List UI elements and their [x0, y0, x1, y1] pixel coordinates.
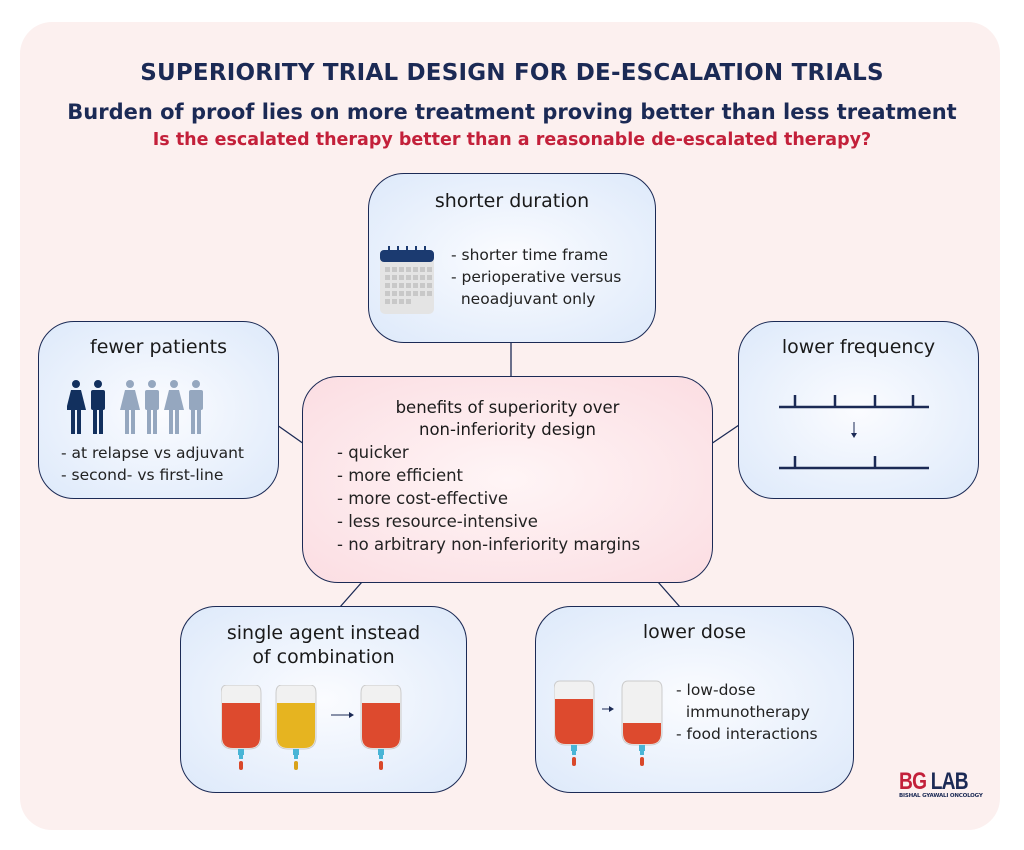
iv-bag	[554, 680, 595, 766]
box-title: shorter duration	[434, 190, 590, 212]
box-text: - shorter time frame - perioperative ver…	[451, 246, 622, 308]
person-icon	[120, 380, 140, 434]
logo-lab: LAB	[930, 768, 969, 795]
page-subtitle: Burden of proof lies on more treatment p…	[67, 100, 957, 124]
box-lower-dose: lower dose - low-dose immunotherapy - fo…	[535, 606, 854, 793]
box-title: benefits of superiority over non-inferio…	[395, 398, 620, 439]
iv-bag	[221, 685, 262, 770]
bg-lab-logo: BG LAB BISHAL GYAWALI ONCOLOGY	[899, 768, 985, 800]
person-icon	[67, 380, 86, 434]
box-title: lower frequency	[781, 336, 936, 358]
box-benefits: benefits of superiority over non-inferio…	[302, 376, 713, 583]
person-icon	[145, 380, 159, 434]
box-fewer-patients: fewer patients - at relapse vs adjuvant …	[38, 321, 279, 499]
iv-bag-icon	[554, 680, 663, 766]
box-text: - low-dose immunotherapy - food interact…	[676, 681, 818, 743]
person-icon	[164, 380, 184, 434]
timeline-icon	[779, 395, 929, 470]
person-icon	[91, 380, 105, 434]
box-title: single agent instead of combination	[226, 622, 421, 668]
benefits-list: - quicker - more efficient - more cost-e…	[337, 443, 641, 554]
people-icon	[67, 380, 203, 434]
box-lower-frequency: lower frequency	[738, 321, 979, 499]
person-icon	[189, 380, 203, 434]
iv-bag	[275, 685, 317, 770]
box-title: lower dose	[642, 621, 747, 643]
box-title: fewer patients	[90, 336, 227, 358]
key-question: Is the escalated therapy better than a r…	[152, 130, 872, 150]
calendar-icon	[380, 246, 434, 314]
logo-subtitle: BISHAL GYAWALI ONCOLOGY	[899, 793, 983, 799]
iv-bag	[621, 680, 663, 766]
logo-bg: BG	[899, 768, 927, 795]
iv-bag	[360, 685, 402, 770]
box-text: - at relapse vs adjuvant - second- vs fi…	[61, 444, 244, 484]
box-single-agent: single agent instead of combination	[180, 606, 467, 793]
iv-bag-icon	[221, 685, 402, 770]
page-title: SUPERIORITY TRIAL DESIGN FOR DE-ESCALATI…	[140, 60, 884, 86]
box-shorter-duration: shorter duration - shorter time frame - …	[368, 173, 656, 343]
